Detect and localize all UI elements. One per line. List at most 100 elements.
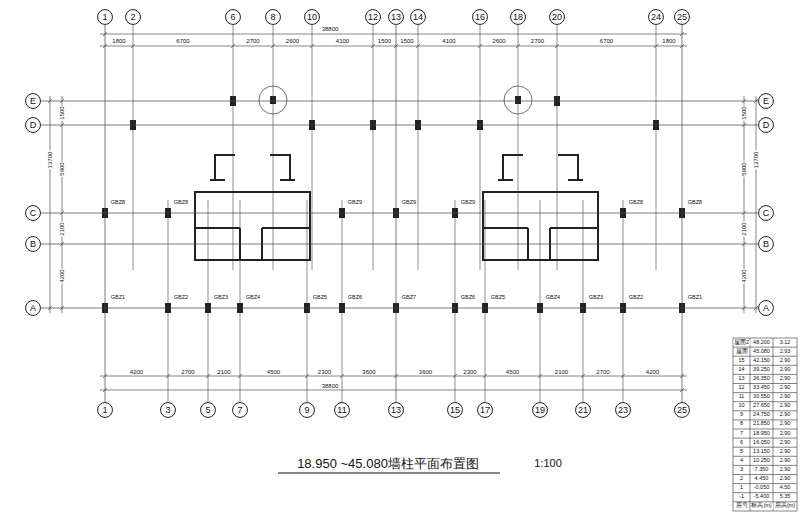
axis-bubble: 18 <box>510 9 526 25</box>
axis-bubble: 20 <box>549 9 565 25</box>
axis-number: B <box>763 240 769 249</box>
table-cell: 10.250 <box>752 458 771 464</box>
dimension-text: 13700 <box>47 151 53 170</box>
dimension-text: 2700 <box>530 38 545 44</box>
table-cell: 2.90 <box>779 449 792 455</box>
dimension-text: 2700 <box>180 369 195 375</box>
table-cell: 2 <box>739 476 744 482</box>
axis-number: B <box>30 240 36 249</box>
table-cell: 36.350 <box>752 376 771 382</box>
axis-number: 9 <box>304 406 309 415</box>
table-cell: 18.950 <box>752 431 771 437</box>
table-cell: 2.90 <box>779 385 792 391</box>
axis-number: 2 <box>130 13 135 22</box>
grid-line <box>133 25 656 402</box>
column-tag: GBZ9 <box>460 200 476 206</box>
axis-bubble: 2 <box>125 9 141 25</box>
table-cell: -1 <box>738 495 745 501</box>
axis-number: 12 <box>368 13 378 22</box>
table-cell: 4 <box>739 458 744 464</box>
axis-bubble: 13 <box>388 402 404 418</box>
column-tag: GBZ4 <box>545 295 561 301</box>
axis-bubble: 16 <box>472 9 488 25</box>
table-cell: 屋面 <box>735 349 749 355</box>
table-cell: 5.35 <box>779 495 792 501</box>
dimension-text: 5900 <box>59 161 65 176</box>
table-cell: 8 <box>739 422 744 428</box>
axis-number: E <box>763 97 769 106</box>
axis-bubble: 13 <box>388 9 404 25</box>
table-cell: 2.90 <box>779 404 792 410</box>
table-cell: 4.50 <box>779 485 792 491</box>
dimension-text: 13700 <box>753 151 759 170</box>
elevation-table <box>733 338 797 511</box>
dimension-text: 2100 <box>59 221 65 236</box>
table-cell: 10 <box>737 404 745 410</box>
table-cell: 2.90 <box>779 431 792 437</box>
axis-line <box>41 125 758 126</box>
table-cell: 24.750 <box>752 413 771 419</box>
scale-note: 1:100 <box>533 458 563 469</box>
axis-number: 5 <box>205 406 210 415</box>
column-tag: GBZ5 <box>312 295 328 301</box>
axis-number: C <box>30 209 37 218</box>
wall-column <box>102 96 685 313</box>
axis-number: 7 <box>237 406 242 415</box>
dimension-text: 4500 <box>266 369 281 375</box>
dimension-text: 2100 <box>216 369 231 375</box>
axis-number: 20 <box>552 13 562 22</box>
table-cell: 45.080 <box>752 349 771 355</box>
axis-number: 6 <box>230 13 235 22</box>
axis-line <box>41 101 758 102</box>
table-cell: 2.90 <box>779 476 792 482</box>
axis-bubble: 23 <box>615 402 631 418</box>
dimension-text: 1500 <box>399 38 414 44</box>
axis-number: 1 <box>102 13 107 22</box>
dimension-text: 4100 <box>441 38 456 44</box>
table-cell: 5 <box>739 449 744 455</box>
axis-number: E <box>30 97 36 106</box>
dimension-text: 3600 <box>418 369 433 375</box>
table-cell: 层号 <box>735 504 749 510</box>
axis-number: 13 <box>391 406 401 415</box>
axis-bubble: 21 <box>575 402 591 418</box>
axis-number: 10 <box>307 13 317 22</box>
table-cell: 14 <box>737 367 745 373</box>
table-cell: -5.400 <box>753 495 771 501</box>
axis-bubble: D <box>758 117 774 133</box>
dimension-text: 2600 <box>285 38 300 44</box>
axis-bubble: D <box>25 117 41 133</box>
dimension-text: 2700 <box>245 38 260 44</box>
column-tag: GBZ8 <box>110 200 126 206</box>
dimension-text: 1500 <box>59 105 65 120</box>
dimension-text: 2100 <box>741 221 747 236</box>
axis-line <box>396 25 397 402</box>
axis-bubble: 11 <box>334 402 350 418</box>
axis-bubble: 5 <box>200 402 216 418</box>
axis-number: 16 <box>475 13 485 22</box>
axis-bubble: 25 <box>674 9 690 25</box>
dimension-text: 2300 <box>317 369 332 375</box>
table-cell: 3.12 <box>779 340 792 346</box>
table-cell: 2.90 <box>779 440 792 446</box>
axis-number: 25 <box>677 13 687 22</box>
axis-number: 21 <box>578 406 588 415</box>
table-cell: 16.050 <box>752 440 771 446</box>
axis-number: C <box>763 209 770 218</box>
axis-line <box>41 308 758 309</box>
table-cell: 21.850 <box>752 422 771 428</box>
axis-number: 23 <box>618 406 628 415</box>
dimension-text: 2600 <box>491 38 506 44</box>
table-cell: 27.650 <box>752 404 771 410</box>
dimension-text: 1500 <box>377 38 392 44</box>
dimension-text: 38800 <box>321 26 340 32</box>
dimension-text: 4200 <box>129 369 144 375</box>
table-cell: 6 <box>739 440 744 446</box>
axis-bubble: 9 <box>299 402 315 418</box>
column-tag: GBZ1 <box>687 295 703 301</box>
axis-bubble: 24 <box>648 9 664 25</box>
table-cell: 9 <box>739 413 744 419</box>
dimension-text: 4100 <box>335 38 350 44</box>
dimension-text: 6700 <box>175 38 190 44</box>
